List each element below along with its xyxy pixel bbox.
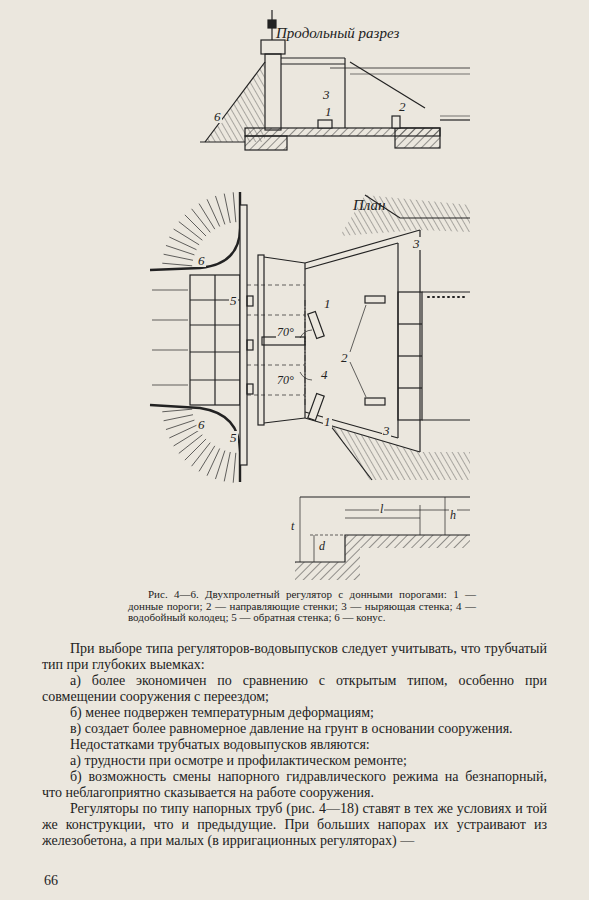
dimension-label: l (379, 503, 384, 515)
dimension-label: h (449, 509, 457, 521)
callout-number: 3 (322, 88, 331, 101)
callout-number: 3 (382, 424, 391, 437)
hatch-stroke (169, 237, 196, 250)
hatch-stroke (199, 204, 215, 230)
hatch-stroke (192, 443, 211, 467)
hatch-stroke (233, 453, 236, 483)
plan-view (150, 192, 470, 483)
body-paragraph: Недостатками трубчатых водовыпусков явля… (42, 737, 547, 753)
callout-number: 1 (324, 105, 333, 118)
callout-number: 1 (323, 297, 332, 310)
hatch-stroke (224, 194, 230, 223)
body-paragraph: б) возможность смены напорного гидравлич… (42, 769, 547, 801)
body-paragraph: а) трудности при осмотре и профилактичес… (42, 753, 547, 769)
hatch-stroke (162, 263, 192, 266)
hatch-stroke (166, 420, 194, 429)
body-paragraph: б) менее подвержен температурным деформа… (42, 705, 547, 721)
hatch-stroke (192, 209, 211, 233)
callout-number: 1 (323, 415, 332, 428)
hatch-stroke (185, 215, 206, 236)
hatch-stroke (179, 222, 203, 241)
hatch-stroke (164, 415, 193, 421)
section-view (200, 10, 470, 150)
page-number: 66 (44, 873, 58, 889)
hatch-stroke (233, 192, 236, 222)
body-paragraph: Регуляторы по типу напорных труб (рис. 4… (42, 801, 547, 849)
hatch-stroke (174, 430, 200, 446)
callout-number: 2 (340, 351, 349, 364)
hatch-stroke (224, 452, 230, 481)
hatch-stroke (185, 439, 206, 460)
callout-number: 6 (197, 418, 206, 431)
callout-number: 5 (229, 294, 238, 307)
body-paragraph: в) создает более равномерное давление на… (42, 721, 547, 737)
hatch-stroke (179, 435, 203, 454)
hatch-stroke (215, 196, 224, 224)
sill-detail (295, 497, 470, 580)
hatch-stroke (207, 449, 220, 476)
callout-number: 3 (412, 237, 421, 250)
callout-number: 6 (197, 254, 206, 267)
figure-caption: Рис. 4—6. Двухпролетный регулятор с донн… (128, 589, 476, 624)
callout-number: 5 (229, 431, 238, 444)
dimension-label: t (290, 520, 295, 532)
hatch-stroke (174, 229, 200, 245)
angle-label: 70° (276, 374, 295, 386)
body-paragraph: При выборе типа регуляторов-водовыпусков… (42, 641, 547, 673)
callout-number: 2 (398, 100, 407, 113)
view-title: План (352, 198, 387, 213)
callout-number: 4 (320, 368, 329, 381)
hatch-stroke (164, 254, 193, 260)
angle-label: 70° (276, 326, 295, 338)
body-paragraph: а) более экономичен по сравнению с откры… (42, 673, 547, 705)
body-text: При выборе типа регуляторов-водовыпусков… (42, 641, 547, 849)
callout-number: 6 (213, 110, 222, 123)
hatch-stroke (199, 446, 215, 472)
hatch-stroke (162, 409, 192, 412)
view-title: Продольный разрез (275, 26, 400, 41)
dimension-label: d (318, 540, 326, 552)
